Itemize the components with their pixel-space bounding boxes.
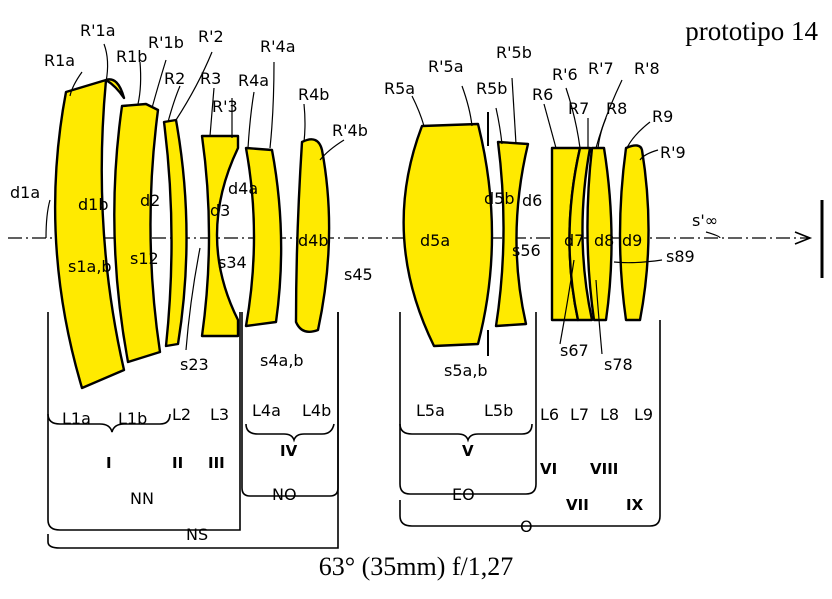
label-s56: s56: [512, 241, 541, 260]
label-R4b: R4b: [298, 85, 329, 104]
lens-L3: [200, 134, 240, 338]
group-EO: EO: [452, 485, 475, 504]
label-R7: R7: [568, 99, 589, 118]
label-s23: s23: [180, 355, 209, 374]
label-R2: R2: [164, 69, 185, 88]
label-L1b: L1b: [118, 409, 147, 428]
label-R9-prime: R'9: [660, 143, 686, 162]
label-s89: s89: [666, 247, 695, 266]
label-s-infinity: s'∞: [692, 211, 718, 230]
label-d5a: d5a: [420, 231, 450, 250]
figure-caption: 63° (35mm) f/1,27: [318, 552, 514, 581]
label-R8: R8: [606, 99, 627, 118]
label-s34: s34: [218, 253, 247, 272]
label-L8: L8: [600, 405, 619, 424]
label-L4b: L4b: [302, 401, 331, 420]
label-R9: R9: [652, 107, 673, 126]
label-s78: s78: [604, 355, 633, 374]
lens-L8: [586, 146, 613, 322]
label-d7: d7: [564, 231, 584, 250]
group-III: III: [208, 454, 225, 472]
label-R5a: R5a: [384, 79, 415, 98]
label-R7-prime: R'7: [588, 59, 614, 78]
axis-arrowhead: [794, 231, 813, 245]
label-s1ab: s1a,b: [68, 257, 112, 276]
label-R3: R3: [200, 69, 221, 88]
radius-labels: R'1a R1a R1b R'1b R'2 R2 R3 R'3 R'4a R4a…: [44, 21, 686, 162]
leader-lines: [45, 43, 721, 355]
thickness-labels: d1a d1b d2 d3 d4a d4b d5a d5b d6 d7 d8 d…: [10, 179, 642, 250]
label-s67: s67: [560, 341, 589, 360]
label-d2: d2: [140, 191, 160, 210]
group-NN: NN: [130, 489, 154, 508]
label-d6: d6: [522, 191, 542, 210]
label-L2: L2: [172, 405, 191, 424]
spacing-labels: s1a,b s12 s34 s45 s56 s89 s23 s4a,b s5a,…: [68, 211, 718, 380]
label-R4a-prime: R'4a: [260, 37, 296, 56]
group-VIII: VIII: [590, 460, 618, 478]
group-labels: I II III IV V VI VIII VII IX NN NO NS EO…: [106, 442, 644, 544]
label-R1b-prime: R'1b: [148, 33, 184, 52]
lens-L5a: [402, 122, 494, 348]
group-O: O: [520, 517, 533, 536]
label-R1a-prime: R'1a: [80, 21, 116, 40]
label-d8: d8: [594, 231, 614, 250]
label-R5a-prime: R'5a: [428, 57, 464, 76]
label-L7: L7: [570, 405, 589, 424]
label-d1a: d1a: [10, 183, 40, 202]
lens-L4a: [244, 146, 283, 328]
lens-L1b: [113, 102, 162, 364]
label-L6: L6: [540, 405, 559, 424]
label-R5b-prime: R'5b: [496, 43, 532, 62]
label-s12: s12: [130, 249, 159, 268]
group-NS: NS: [186, 525, 208, 544]
lens-L9: [618, 144, 650, 322]
label-d4a: d4a: [228, 179, 258, 198]
lens-L1a: [53, 78, 126, 390]
label-R2-prime: R'2: [198, 27, 224, 46]
label-L1a: L1a: [62, 409, 91, 428]
label-d1b: d1b: [78, 195, 109, 214]
lens-L7: [568, 146, 594, 322]
label-d9: d9: [622, 231, 642, 250]
label-R4b-prime: R'4b: [332, 121, 368, 140]
label-s5ab: s5a,b: [444, 361, 488, 380]
label-L9: L9: [634, 405, 653, 424]
group-IX: IX: [626, 496, 644, 514]
group-VI: VI: [540, 460, 557, 478]
prototype-label: prototipo 14: [685, 16, 818, 46]
label-L5a: L5a: [416, 401, 445, 420]
label-L5b: L5b: [484, 401, 513, 420]
group-II: II: [172, 454, 183, 472]
label-d5b: d5b: [484, 189, 515, 208]
label-R5b: R5b: [476, 79, 507, 98]
label-s4ab: s4a,b: [260, 351, 304, 370]
group-NO: NO: [272, 485, 297, 504]
label-d4b: d4b: [298, 231, 329, 250]
label-R1b: R1b: [116, 47, 147, 66]
label-d3: d3: [210, 201, 230, 220]
label-R4a: R4a: [238, 71, 269, 90]
label-L3: L3: [210, 405, 229, 424]
group-IV: IV: [280, 442, 298, 460]
label-R1a: R1a: [44, 51, 75, 70]
lens-labels: L1a L1b L2 L3 L4a L4b L5a L5b L6 L7 L8 L…: [62, 401, 653, 428]
lens-L2: [162, 118, 188, 348]
label-R3-prime: R'3: [212, 97, 238, 116]
label-s45: s45: [344, 265, 373, 284]
brackets: [47, 312, 661, 549]
group-V: V: [462, 442, 474, 460]
label-L4a: L4a: [252, 401, 281, 420]
label-R6: R6: [532, 85, 553, 104]
label-R6-prime: R'6: [552, 65, 578, 84]
lens-L5b: [494, 140, 530, 328]
label-R8-prime: R'8: [634, 59, 660, 78]
group-VII: VII: [566, 496, 589, 514]
lens-L4b: [294, 138, 331, 333]
group-I: I: [106, 454, 112, 472]
